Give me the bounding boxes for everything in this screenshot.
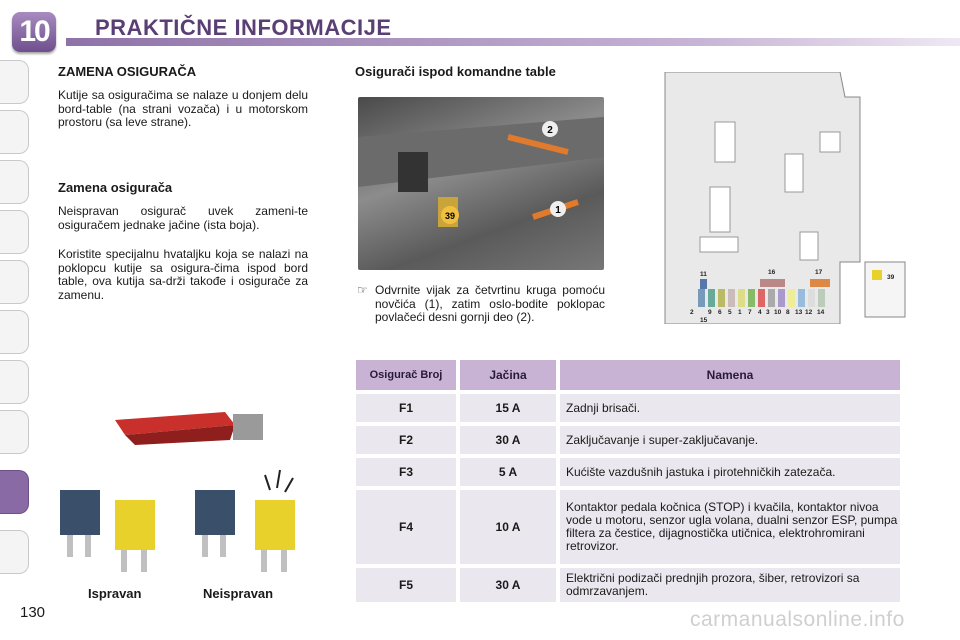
fuse-label-15: 15 xyxy=(700,317,708,324)
caption-bad: Neispravan xyxy=(203,586,274,601)
section-title: ZAMENA OSIGURAČA xyxy=(58,64,197,79)
chapter-tab[interactable] xyxy=(0,360,29,404)
fuse-number: F5 xyxy=(356,568,456,602)
fuse-label: 6 xyxy=(718,309,722,316)
fuse-label: 9 xyxy=(708,309,712,316)
instruction-text: Odvrnite vijak za četvrtinu kruga pomoću… xyxy=(375,283,605,324)
fuse-label-11: 11 xyxy=(700,271,707,278)
subsection-title: Zamena osigurača xyxy=(58,180,173,195)
fuse-label: 7 xyxy=(748,309,752,316)
page-title: PRAKTIČNE INFORMACIJE xyxy=(95,15,392,40)
fuse-table: Osigurač Broj Jačina Namena F1 15 A Zadn… xyxy=(352,356,904,606)
callout-2: 2 xyxy=(547,125,553,136)
fuse-rating: 30 A xyxy=(460,568,556,602)
fuse-rating: 15 A xyxy=(460,394,556,422)
chapter-badge: 10 xyxy=(12,12,56,52)
fuse-illustration xyxy=(60,412,295,572)
fuse-number: F3 xyxy=(356,458,456,486)
table-header-row: Osigurač Broj Jačina Namena xyxy=(356,360,900,390)
chapter-tab[interactable] xyxy=(0,260,29,304)
chapter-tabs xyxy=(0,60,30,580)
fuse-purpose: Zaključavanje i super-zaključavanje. xyxy=(560,426,900,454)
fuse-label: 5 xyxy=(728,309,732,316)
bullet-icon: ☞ xyxy=(357,283,368,297)
table-row: F5 30 A Električni podizači prednjih pro… xyxy=(356,568,900,602)
header-bar xyxy=(66,38,960,46)
fuse-label-16: 16 xyxy=(768,269,776,276)
intro-paragraph: Kutije sa osiguračima se nalaze u donjem… xyxy=(58,88,308,129)
fuse-label: 8 xyxy=(786,309,790,316)
fuse-rating: 5 A xyxy=(460,458,556,486)
col-header-purpose: Namena xyxy=(560,360,900,390)
fuse-label: 1 xyxy=(738,309,742,316)
fuse-rating: 30 A xyxy=(460,426,556,454)
paragraph-2: Koristite specijalnu hvataljku koja se n… xyxy=(58,247,308,302)
fuse-puller-icon xyxy=(115,412,263,445)
fuse-number: F4 xyxy=(356,490,456,564)
paragraph-1: Neispravan osigurač uvek zameni-te osigu… xyxy=(58,204,308,232)
fusebox-diagram: 11 16 17 39 2 9 6 5 1 7 4 3 10 8 13 12 1… xyxy=(664,72,906,324)
fuse-label: 13 xyxy=(795,309,803,316)
fuse-label: 3 xyxy=(766,309,770,316)
chapter-tab[interactable] xyxy=(0,210,29,254)
col-header-rating: Jačina xyxy=(460,360,556,390)
fuse-row xyxy=(698,279,830,307)
chapter-tab[interactable] xyxy=(0,530,29,574)
table-row: F1 15 A Zadnji brisači. xyxy=(356,394,900,422)
fuse-label: 2 xyxy=(690,309,694,316)
table-row: F3 5 A Kućište vazdušnih jastuka i pirot… xyxy=(356,458,900,486)
blown-fuse-icon xyxy=(195,469,295,572)
fuse-label: 4 xyxy=(758,309,762,316)
callout-39: 39 xyxy=(445,211,455,221)
chapter-tab[interactable] xyxy=(0,110,29,154)
fuse-label: 10 xyxy=(774,309,782,316)
chapter-tab[interactable] xyxy=(0,160,29,204)
table-row: F4 10 A Kontaktor pedala kočnica (STOP) … xyxy=(356,490,900,564)
fuse-purpose: Kućište vazdušnih jastuka i pirotehnički… xyxy=(560,458,900,486)
chapter-tab[interactable] xyxy=(0,60,29,104)
watermark: carmanualsonline.info xyxy=(690,608,905,631)
fuse-purpose: Zadnji brisači. xyxy=(560,394,900,422)
fuse-purpose: Električni podizači prednjih prozora, ši… xyxy=(560,568,900,602)
dashboard-photo: 2 1 39 xyxy=(358,97,604,270)
col-header-number: Osigurač Broj xyxy=(356,360,456,390)
fuse-number: F1 xyxy=(356,394,456,422)
fuse-label-39: 39 xyxy=(887,274,895,281)
good-fuse-icon xyxy=(60,490,155,572)
caption-good: Ispravan xyxy=(88,586,142,601)
section-title-dashboard: Osigurači ispod komandne table xyxy=(355,64,556,79)
fuse-number: F2 xyxy=(356,426,456,454)
fuse-label-17: 17 xyxy=(815,269,823,276)
page-number: 130 xyxy=(20,604,46,621)
table-row: F2 30 A Zaključavanje i super-zaključava… xyxy=(356,426,900,454)
fuse-label: 14 xyxy=(817,309,825,316)
callout-1: 1 xyxy=(555,205,561,216)
fuse-label: 12 xyxy=(805,309,813,316)
fuse-rating: 10 A xyxy=(460,490,556,564)
chapter-tab-active[interactable] xyxy=(0,470,29,514)
chapter-tab[interactable] xyxy=(0,310,29,354)
chapter-tab[interactable] xyxy=(0,410,29,454)
fuse-purpose: Kontaktor pedala kočnica (STOP) i kvačil… xyxy=(560,490,900,564)
